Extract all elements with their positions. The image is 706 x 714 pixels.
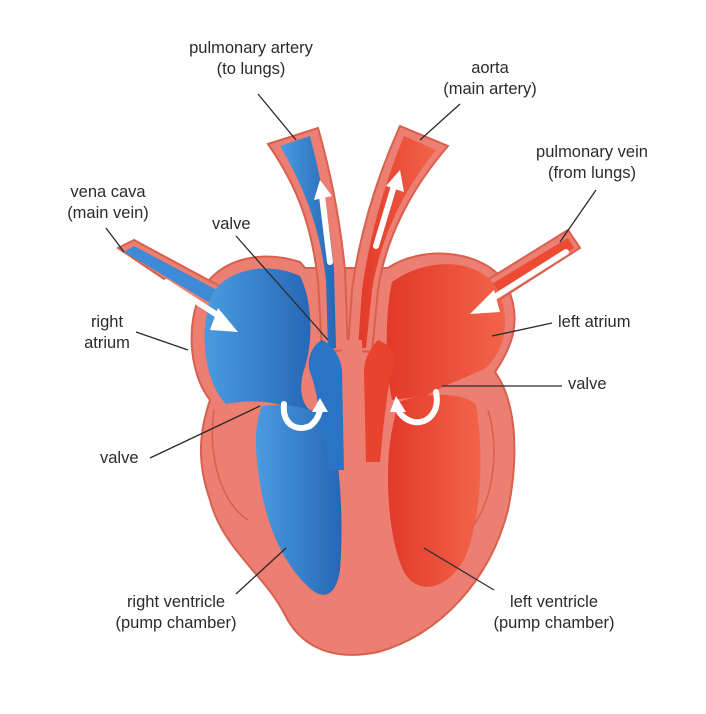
label-aorta: aorta (main artery) [443, 59, 537, 98]
flow-arrow-pulmonary-vein [487, 249, 569, 303]
right-ventricle-chamber [255, 404, 342, 595]
label-right-ventricle: right ventricle (pump chamber) [115, 593, 237, 632]
flow-arrow-vena-cava [163, 279, 225, 321]
leader-aorta [419, 103, 461, 141]
leader-pulmonary-vein [559, 189, 597, 243]
label-left-atrium: left atrium [558, 313, 631, 331]
label-pulmonary-vein: pulmonary vein (from lungs) [536, 143, 648, 182]
label-vena-cava: vena cava (main vein) [67, 183, 149, 222]
leader-right-ventricle [235, 547, 287, 595]
leader-left-ventricle [423, 547, 495, 591]
septum [341, 340, 374, 600]
leader-valve-top [235, 235, 329, 341]
leader-left-atrium [491, 322, 553, 337]
leader-vena-cava [105, 227, 125, 253]
label-valve-right: valve [568, 375, 607, 393]
flow-arrow-left-valve [395, 389, 440, 426]
flow-arrow-right-valve [280, 401, 323, 431]
left-atrium-chamber [386, 264, 506, 400]
label-valve-left: valve [100, 449, 139, 467]
left-ventricle-chamber [388, 394, 481, 587]
label-pulmonary-artery: pulmonary artery (to lungs) [189, 39, 313, 78]
right-atrium-chamber [204, 268, 312, 412]
label-right-atrium: right atrium [84, 313, 130, 352]
leader-pulmonary-artery [257, 93, 297, 141]
flow-arrow-pulmonary-artery [319, 193, 333, 265]
label-left-ventricle: left ventricle (pump chamber) [493, 593, 615, 632]
leader-valve-left [149, 405, 261, 459]
label-valve-top: valve [212, 215, 251, 233]
flow-arrow-aorta [373, 183, 397, 249]
leader-right-atrium [135, 331, 189, 351]
